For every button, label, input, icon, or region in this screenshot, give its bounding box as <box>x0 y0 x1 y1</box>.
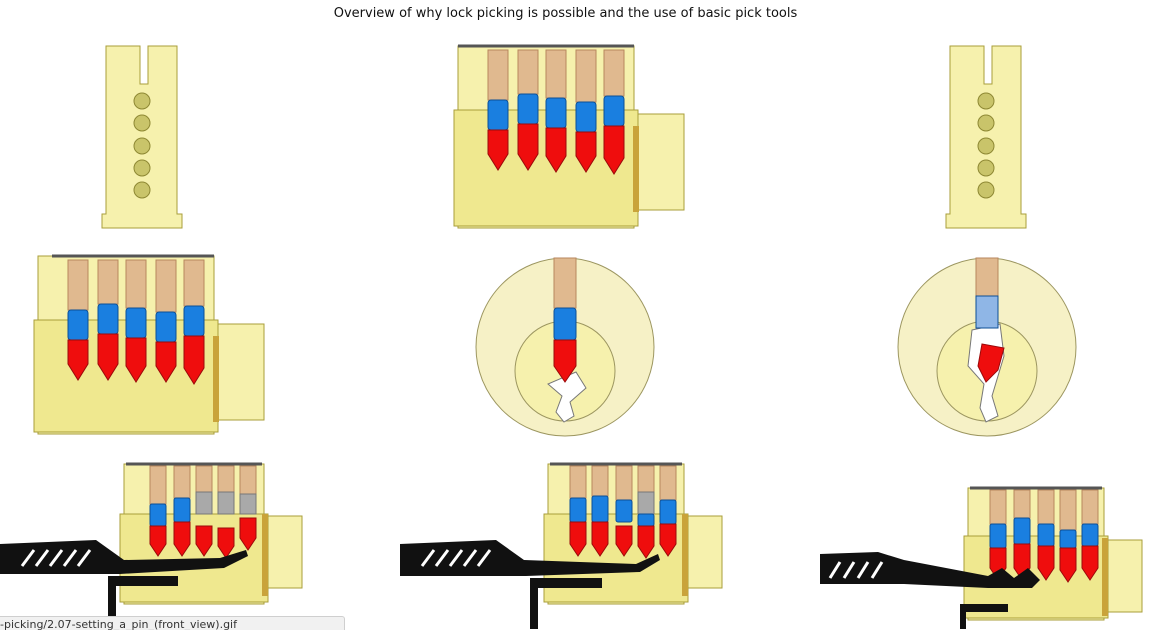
status-bar-url: -picking/2.07-setting_a_pin_(front_view)… <box>0 616 345 630</box>
pick-tool-icon <box>0 540 248 616</box>
binding-pin-side-view-image <box>33 254 265 435</box>
pick-setting-pins-image <box>0 462 303 616</box>
pin-tumbler-side-view-image <box>453 44 685 229</box>
pick-raking-pins-image <box>820 486 1143 629</box>
spring-stack <box>487 49 625 103</box>
plug-front-view-image <box>101 45 183 229</box>
setting-a-pin-front-view-image <box>897 257 1077 437</box>
page-title: Overview of why lock picking is possible… <box>333 6 798 21</box>
pick-setting-pins-2-image <box>400 462 723 629</box>
lock-face-icon <box>475 257 655 437</box>
pin-front-view-image <box>475 257 655 437</box>
plug-front-view-2-image <box>945 45 1027 229</box>
